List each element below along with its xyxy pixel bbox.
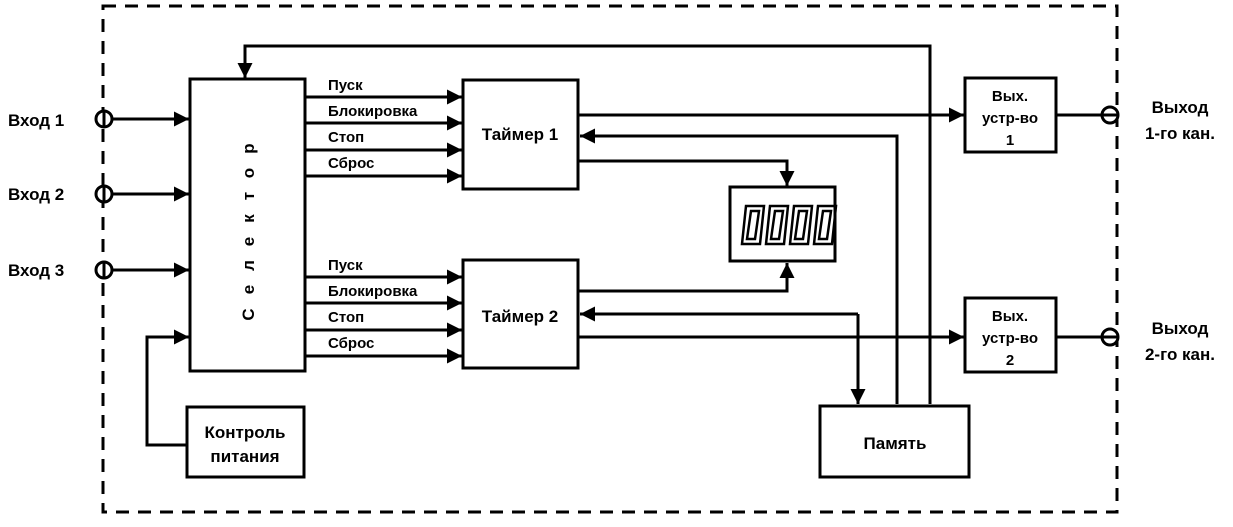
input-1-port xyxy=(94,109,114,129)
timer1-signal-stop: Стоп xyxy=(328,129,364,146)
timer2-block xyxy=(461,258,580,370)
power-control-line2: питания xyxy=(210,447,279,466)
timer1-signal-start: Пуск xyxy=(328,77,363,94)
timer2-signal-start: Пуск xyxy=(328,257,363,274)
input-2-label: Вход 2 xyxy=(8,185,64,204)
out2-device-line3: 2 xyxy=(1006,352,1014,369)
out1-device-line2: устр-во xyxy=(982,110,1038,127)
svg-text:Селектор: Селектор xyxy=(239,129,258,320)
out1-device-line1: Вых. xyxy=(992,88,1028,105)
timer1-label: Таймер 1 xyxy=(482,125,558,144)
output-2-label-line1: Выход xyxy=(1152,319,1209,338)
display-digit-text: 0 xyxy=(745,211,761,242)
selector-label: Селектор xyxy=(239,129,258,320)
out1-device-block xyxy=(963,76,1058,154)
output-2-port xyxy=(1100,327,1120,347)
wire-memory-to-selector xyxy=(237,44,932,404)
input-3-label: Вход 3 xyxy=(8,261,64,280)
wire-power-to-selector xyxy=(145,329,189,447)
output-1-port xyxy=(1100,105,1120,125)
input-2-port xyxy=(94,184,114,204)
timer2-signal-block: Блокировка xyxy=(328,283,418,300)
display-block xyxy=(728,185,837,263)
timer2-label: Таймер 2 xyxy=(482,307,558,326)
out2-device-block xyxy=(963,296,1058,374)
memory-block xyxy=(818,404,971,479)
display-digit-text: 0 xyxy=(769,211,785,242)
wire-t1-memory xyxy=(580,128,899,404)
out2-device-line2: устр-во xyxy=(982,330,1038,347)
device-boundary xyxy=(101,4,1119,514)
power-control-line1: Контроль xyxy=(205,423,286,442)
display-digit xyxy=(812,204,838,246)
output-1-label-line1: Выход xyxy=(1152,98,1209,117)
timer2-signal-stop: Стоп xyxy=(328,309,364,326)
wire-t1-to-display xyxy=(578,159,795,186)
selector-block xyxy=(188,77,307,373)
display-digit-text: 0 xyxy=(793,211,809,242)
display-digit-text: 0 xyxy=(817,211,833,242)
wire-t2-to-display xyxy=(578,263,795,293)
out2-device-line1: Вых. xyxy=(992,308,1028,325)
output-2-label-line2: 2-го кан. xyxy=(1145,345,1215,364)
timer1-signal-reset: Сброс xyxy=(328,155,374,172)
power-control-block xyxy=(185,405,306,479)
display-digit xyxy=(740,204,766,246)
input-3-port xyxy=(94,260,114,280)
display-digit xyxy=(764,204,790,246)
out1-device-line3: 1 xyxy=(1006,132,1014,149)
output-1-label-line2: 1-го кан. xyxy=(1145,124,1215,143)
timer1-block xyxy=(461,78,580,191)
timer1-signal-block: Блокировка xyxy=(328,103,418,120)
display-digit xyxy=(788,204,814,246)
input-1-label: Вход 1 xyxy=(8,111,64,130)
memory-label: Память xyxy=(864,434,927,453)
timer2-signal-reset: Сброс xyxy=(328,335,374,352)
